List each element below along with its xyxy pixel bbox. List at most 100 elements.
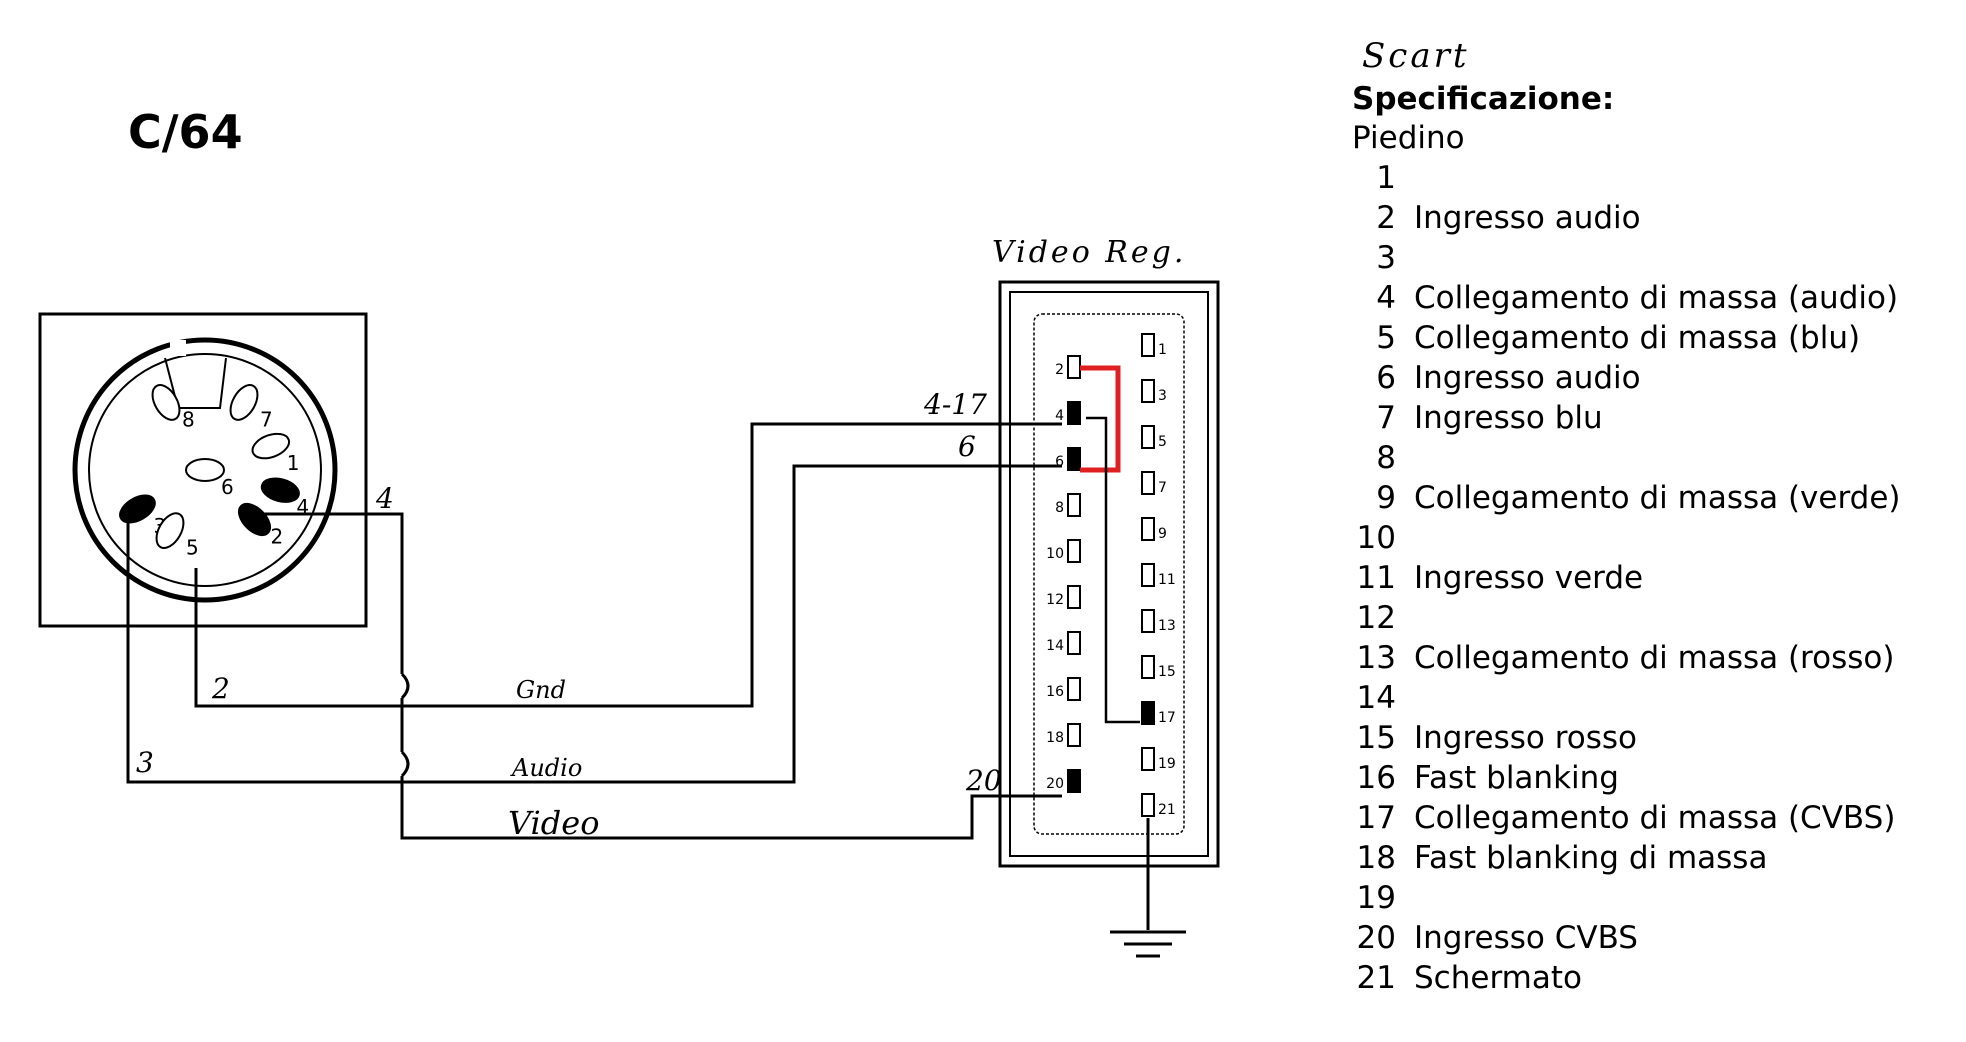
spec-pin-number: 5 — [1376, 320, 1396, 356]
din-pin: 4 — [260, 477, 309, 519]
din-outer-ring — [72, 337, 338, 603]
scart-pin-label: 1 — [1158, 342, 1167, 358]
wire-label-video: Video — [508, 804, 599, 842]
scart-box-label: Video Reg. — [992, 235, 1186, 270]
spec-pin-number: 1 — [1376, 160, 1396, 196]
spec-pin-description: Fast blanking di massa — [1414, 840, 1768, 876]
scart-pin: 17 — [1141, 701, 1176, 726]
spec-pin-description: Fast blanking — [1414, 760, 1619, 796]
spec-heading: Specificazione: — [1352, 81, 1615, 117]
scart-pin: 20 — [1046, 769, 1081, 793]
spec-pin-description: Ingresso audio — [1414, 200, 1641, 236]
din-inner-ring — [88, 353, 322, 587]
wire-label-6: 6 — [958, 430, 976, 463]
scart-pin-label: 21 — [1158, 802, 1176, 818]
scart-pin-label: 9 — [1158, 526, 1167, 542]
din-pin: 1 — [251, 432, 300, 475]
spec-pin-number: 13 — [1356, 640, 1396, 676]
scart-pin-label: 8 — [1055, 500, 1064, 516]
wire-label-din4: 4 — [375, 482, 394, 515]
pin-bridge-2-6 — [1080, 365, 1121, 473]
din-pin-label: 7 — [260, 407, 273, 431]
spec-pin-number: 10 — [1356, 520, 1396, 556]
scart-pin-label: 5 — [1158, 434, 1167, 450]
scart-pin-label: 18 — [1046, 730, 1064, 746]
scart-pin-label: 12 — [1046, 592, 1064, 608]
spec-pin-number: 15 — [1356, 720, 1396, 756]
din-pin-label: 4 — [296, 495, 309, 519]
din-pin-label: 8 — [182, 407, 195, 431]
wire-label-20: 20 — [965, 764, 1002, 797]
spec-pin-number: 3 — [1376, 240, 1396, 276]
din-pin-label: 2 — [270, 524, 283, 548]
wires — [126, 422, 1150, 930]
wire-label-audio: Audio — [510, 754, 582, 782]
din-pins: 12345678 — [119, 384, 309, 560]
wire-gnd-hop-2 — [400, 750, 410, 778]
scart-pin: 21 — [1141, 793, 1176, 818]
spec-pin-number: 20 — [1356, 920, 1396, 956]
scart-pin: 9 — [1141, 517, 1167, 542]
scart-pin: 2 — [1055, 355, 1081, 379]
scart-pin-label: 15 — [1158, 664, 1176, 680]
scart-pin-label: 3 — [1158, 388, 1167, 404]
scart-pin: 13 — [1141, 609, 1176, 634]
spec-pin-number: 14 — [1356, 680, 1396, 716]
din-pin: 2 — [237, 502, 283, 548]
spec-pin-number: 9 — [1376, 480, 1396, 516]
din-pin: 5 — [155, 512, 199, 560]
scart-pin-label: 19 — [1158, 756, 1176, 772]
scart-pin: 8 — [1055, 493, 1081, 517]
wire-din2 — [194, 422, 1062, 708]
scart-pin: 18 — [1046, 723, 1081, 747]
scart-pin: 16 — [1046, 677, 1081, 701]
spec-row: 1 — [1352, 158, 1952, 198]
din-pin-label: 5 — [186, 536, 199, 560]
scart-pin-label: 2 — [1055, 362, 1064, 378]
spec-column-heading: Piedino — [1352, 120, 1465, 156]
scart-pin-label: 17 — [1158, 710, 1176, 726]
scart-pin-label: 14 — [1046, 638, 1064, 654]
spec-pin-number: 12 — [1356, 600, 1396, 636]
spec-pin-number: 2 — [1376, 200, 1396, 236]
scart-pin-label: 7 — [1158, 480, 1167, 496]
scart-pin: 10 — [1046, 539, 1081, 563]
scart-pin: 14 — [1046, 631, 1081, 655]
spec-pin-number: 18 — [1356, 840, 1396, 876]
scart-connector — [998, 280, 1220, 868]
scart-outer-frame — [998, 280, 1220, 868]
scart-pin: 1 — [1141, 333, 1167, 358]
scart-pin: 15 — [1141, 655, 1176, 680]
spec-pin-number: 16 — [1356, 760, 1396, 796]
spec-pin-number: 17 — [1356, 800, 1396, 836]
din-key-outline — [164, 357, 227, 409]
din-key-notch — [170, 340, 186, 356]
wire-label-din3: 3 — [136, 746, 154, 779]
scart-pin-label: 10 — [1046, 546, 1064, 562]
spec-row: 2 Ingresso audio — [1352, 198, 1952, 238]
spec-pin-description: Collegamento di massa (audio) — [1414, 280, 1899, 316]
spec-pin-number: 7 — [1376, 400, 1396, 436]
spec-row: 14 — [1352, 678, 1952, 718]
wire-din3 — [126, 464, 1062, 784]
spec-pin-number: 8 — [1376, 440, 1396, 476]
spec-row: 8 — [1352, 438, 1952, 478]
spec-pin-description: Collegamento di massa (verde) — [1414, 480, 1901, 516]
spec-row: 10 — [1352, 518, 1952, 558]
wire-din4-gnd — [240, 512, 404, 674]
spec-pin-number: 19 — [1356, 880, 1396, 916]
scart-pin: 5 — [1141, 425, 1167, 450]
spec-pin-description: Schermato — [1414, 960, 1582, 996]
din-pin: 6 — [185, 458, 234, 499]
spec-pin-number: 6 — [1376, 360, 1396, 396]
din-pin: 8 — [151, 384, 195, 431]
scart-pin: 12 — [1046, 585, 1081, 609]
scart-pin-label: 20 — [1046, 776, 1064, 792]
